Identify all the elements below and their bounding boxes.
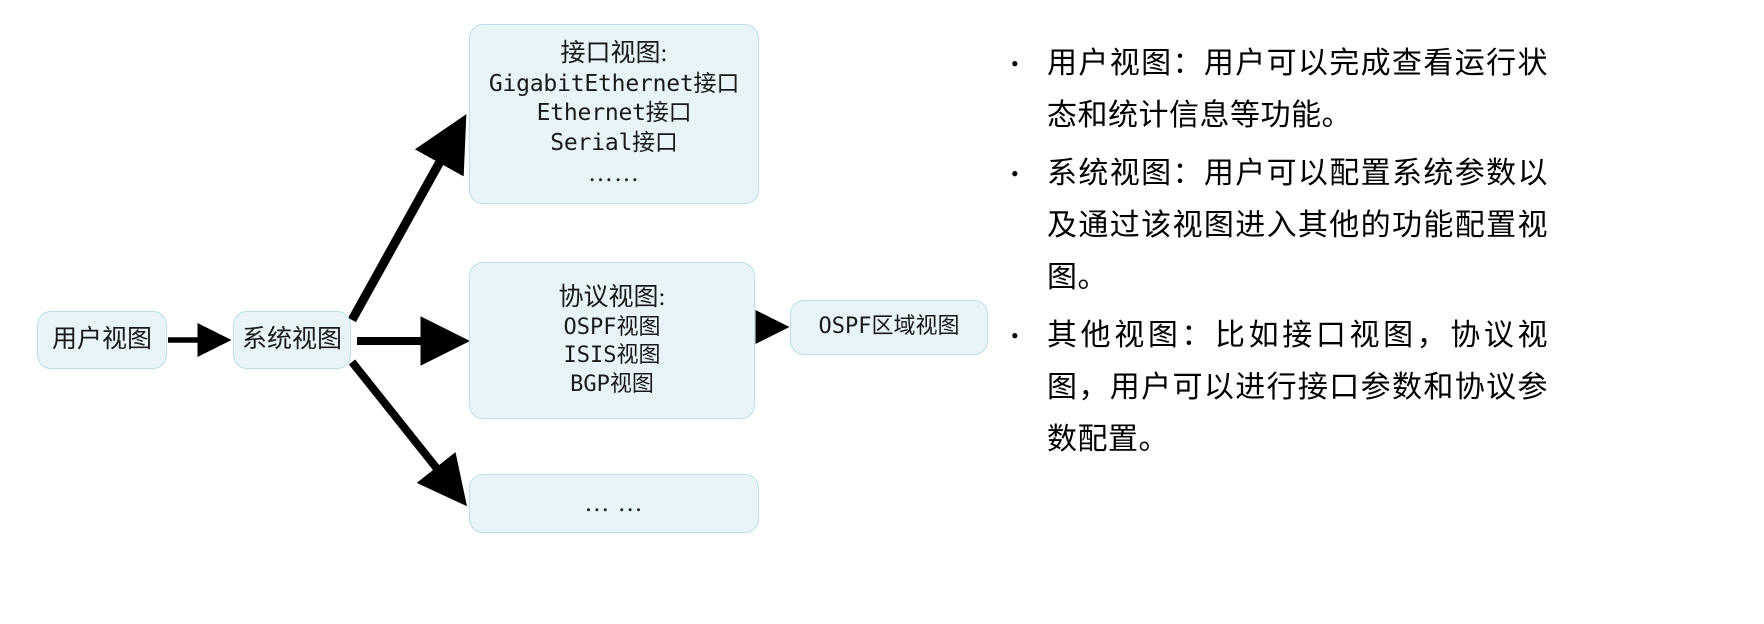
list-item-text: 系统视图：用户可以配置系统参数以及通过该视图进入其他的功能配置视图。 bbox=[1047, 157, 1548, 294]
bullet-icon: • bbox=[1011, 51, 1019, 76]
list-item-text: 其他视图：比如接口视图，协议视图，用户可以进行接口参数和协议参数配置。 bbox=[1047, 319, 1548, 456]
node-other-view[interactable]: … … bbox=[469, 474, 759, 533]
list-item: • 用户视图：用户可以完成查看运行状态和统计信息等功能。 bbox=[1003, 38, 1548, 142]
node-interface-view-line-5: …… bbox=[588, 160, 640, 188]
node-protocol-view-line-3: ISIS视图 bbox=[563, 343, 661, 369]
list-item: • 其他视图：比如接口视图，协议视图，用户可以进行接口参数和协议参数配置。 bbox=[1003, 310, 1548, 466]
arrow-system-to-other bbox=[348, 359, 467, 507]
node-user-view[interactable]: 用户视图 bbox=[37, 311, 167, 369]
node-other-view-line-1: … … bbox=[584, 489, 644, 517]
node-interface-view-line-4: Serial接口 bbox=[550, 129, 678, 156]
node-protocol-view-line-4: BGP视图 bbox=[570, 371, 654, 397]
arrow-system-to-interface bbox=[348, 114, 467, 323]
node-user-view-line-1: 用户视图 bbox=[51, 326, 152, 353]
node-interface-view-line-3: Ethernet接口 bbox=[536, 100, 692, 127]
node-interface-view-line-2: GigabitEthernet接口 bbox=[488, 70, 740, 97]
list-item-text: 用户视图：用户可以完成查看运行状态和统计信息等功能。 bbox=[1047, 47, 1548, 132]
node-system-view[interactable]: 系统视图 bbox=[233, 311, 351, 369]
notes-list: • 用户视图：用户可以完成查看运行状态和统计信息等功能。 • 系统视图：用户可以… bbox=[1003, 38, 1548, 472]
node-ospf-area-view-line-1: OSPF区域视图 bbox=[818, 314, 960, 340]
bullet-icon: • bbox=[1011, 323, 1019, 348]
bullet-icon: • bbox=[1011, 161, 1019, 186]
node-interface-view-line-1: 接口视图: bbox=[560, 39, 668, 67]
node-ospf-area-view[interactable]: OSPF区域视图 bbox=[790, 300, 988, 355]
node-protocol-view-line-2: OSPF视图 bbox=[563, 315, 661, 341]
node-protocol-view[interactable]: 协议视图: OSPF视图 ISIS视图 BGP视图 bbox=[469, 262, 755, 419]
node-interface-view[interactable]: 接口视图: GigabitEthernet接口 Ethernet接口 Seria… bbox=[469, 24, 759, 204]
node-protocol-view-line-1: 协议视图: bbox=[558, 284, 666, 312]
node-system-view-line-1: 系统视图 bbox=[241, 326, 342, 353]
list-item: • 系统视图：用户可以配置系统参数以及通过该视图进入其他的功能配置视图。 bbox=[1003, 148, 1548, 304]
